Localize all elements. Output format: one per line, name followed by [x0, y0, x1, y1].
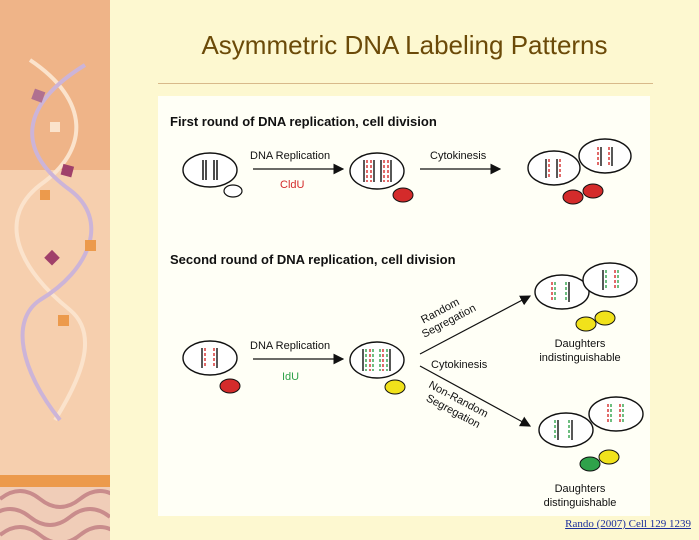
- citation-link[interactable]: Rando (2007) Cell 129 1239: [565, 518, 691, 530]
- round2-replicated-cell: [349, 341, 406, 395]
- random-segregation-label: Random Segregation: [419, 296, 478, 340]
- title-divider: [158, 83, 653, 84]
- nonrandom-outcome-cells: [538, 396, 644, 472]
- dna-helix-decoration: [14, 58, 96, 422]
- random-segregation-arrow: [419, 295, 532, 355]
- slide-title: Asymmetric DNA Labeling Patterns: [201, 30, 608, 60]
- diagram-panel: First round of DNA replication, cell div…: [158, 96, 650, 516]
- idu-label: IdU: [282, 371, 299, 383]
- outcome-bottom-line1: Daughters: [555, 483, 606, 495]
- nonrandom-segregation-label: Non-Random Segregation: [424, 379, 490, 431]
- round1-parent-cell: [182, 152, 243, 198]
- outcome-top-line1: Daughters: [555, 338, 606, 350]
- sidebar-pattern: [0, 487, 110, 540]
- sidebar-orange-stripe: [0, 475, 110, 487]
- dna-labeling-diagram: First round of DNA replication, cell div…: [170, 114, 644, 509]
- sidebar-swirl-pattern: [0, 487, 110, 540]
- nonrandom-segregation-arrow: [419, 365, 532, 427]
- round1-heading: First round of DNA replication, cell div…: [170, 114, 437, 129]
- random-outcome-cells: [534, 262, 638, 332]
- round1-replicated-cell: [349, 152, 414, 203]
- round2-heading: Second round of DNA replication, cell di…: [170, 252, 456, 267]
- round1-cytokinesis-label: Cytokinesis: [430, 150, 487, 162]
- cldu-label: CldU: [280, 179, 305, 191]
- round1-replication-label: DNA Replication: [250, 150, 330, 162]
- round2-parent-cell: [182, 340, 241, 394]
- slide-sidebar: [0, 0, 110, 540]
- outcome-bottom-line2: distinguishable: [544, 497, 617, 509]
- round1-daughter-cells: [527, 138, 632, 205]
- round2-replication-label: DNA Replication: [250, 340, 330, 352]
- outcome-top-line2: indistinguishable: [539, 352, 620, 364]
- round2-cytokinesis-label: Cytokinesis: [431, 359, 488, 371]
